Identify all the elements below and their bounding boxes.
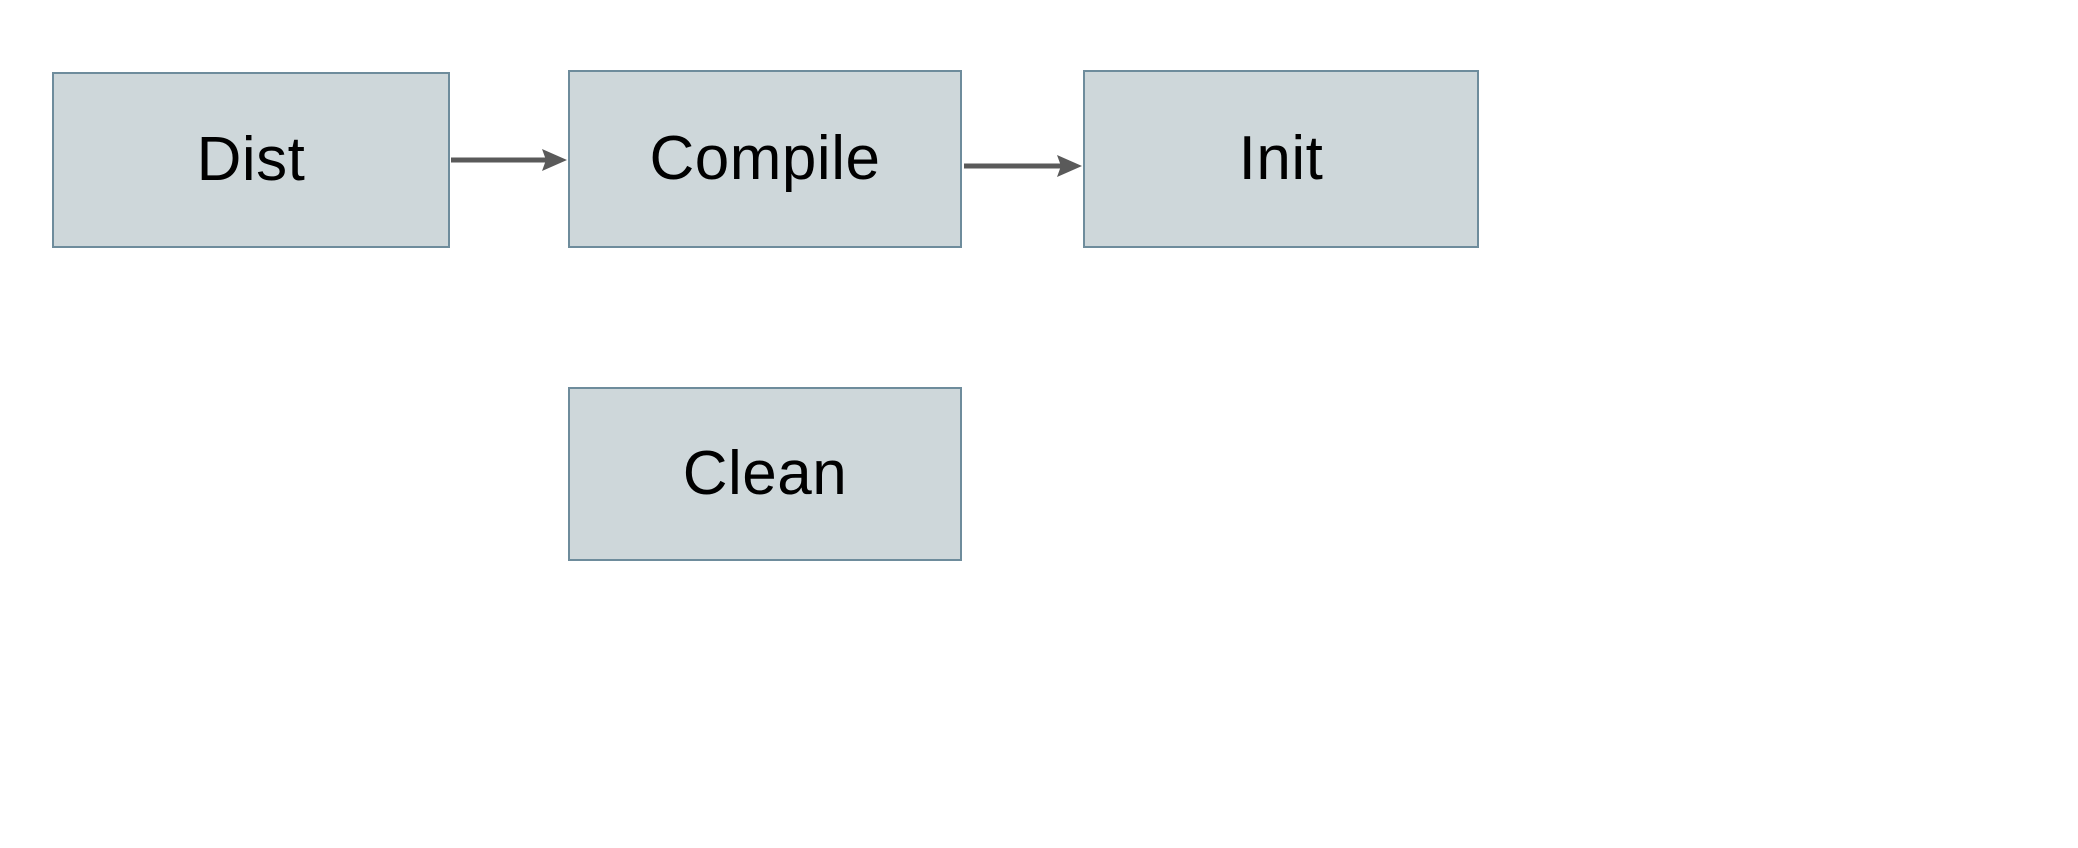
edge-compile-to-init[interactable] [964,155,1082,177]
node-label: Compile [649,124,881,193]
node-label: Init [1238,124,1324,193]
arrowhead-icon [1057,155,1082,177]
node-clean[interactable]: Clean [568,387,962,561]
node-label: Dist [196,125,306,194]
arrowhead-icon [542,149,567,171]
node-dist[interactable]: Dist [52,72,450,248]
node-init[interactable]: Init [1083,70,1479,248]
edge-dist-to-compile[interactable] [451,149,567,171]
node-compile[interactable]: Compile [568,70,962,248]
node-label: Clean [682,439,848,508]
